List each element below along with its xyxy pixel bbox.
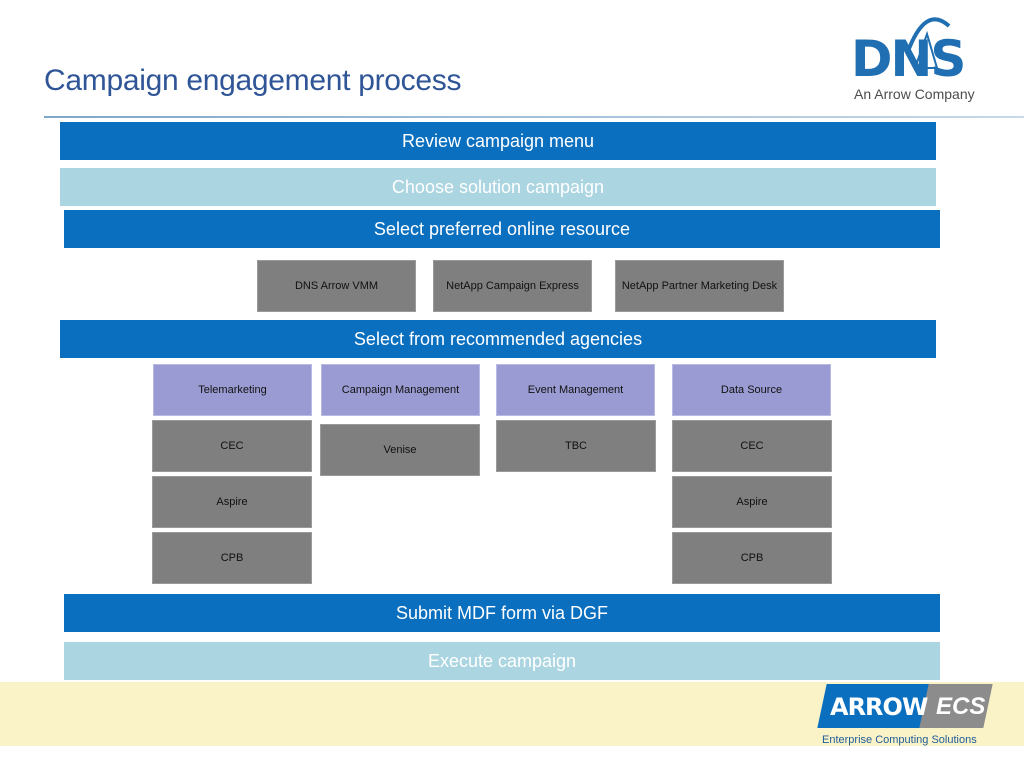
- step-review: Review campaign menu: [60, 122, 936, 160]
- agency-box: CEC: [672, 420, 832, 472]
- step-choose: Choose solution campaign: [60, 168, 936, 206]
- step-execute: Execute campaign: [64, 642, 940, 680]
- agency-box: Venise: [320, 424, 480, 476]
- agency-header-data-source: Data Source: [672, 364, 831, 416]
- dns-swoosh-icon: [905, 17, 951, 69]
- step-select-resource: Select preferred online resource: [64, 210, 940, 248]
- footer-tagline: Enterprise Computing Solutions: [822, 734, 977, 746]
- agency-box: CPB: [152, 532, 312, 584]
- resource-box: DNS Arrow VMM: [257, 260, 416, 312]
- dns-logo-subtitle: An Arrow Company: [854, 86, 975, 102]
- resource-box: NetApp Partner Marketing Desk: [615, 260, 784, 312]
- arrow-ecs-logo: ARROW ECS Enterprise Computing Solutions: [812, 684, 993, 748]
- dns-logo-text: DNS: [851, 30, 966, 88]
- agency-header-event-management: Event Management: [496, 364, 655, 416]
- page-title: Campaign engagement process: [44, 64, 462, 97]
- agency-box: CPB: [672, 532, 832, 584]
- arrow-logo-text: ARROW: [830, 693, 928, 721]
- ecs-logo-text: ECS: [936, 693, 986, 720]
- step-select-agencies: Select from recommended agencies: [60, 320, 936, 358]
- resource-box: NetApp Campaign Express: [433, 260, 592, 312]
- agency-header-campaign-management: Campaign Management: [321, 364, 480, 416]
- step-submit: Submit MDF form via DGF: [64, 594, 940, 632]
- agency-box: Aspire: [672, 476, 832, 528]
- agency-box: Aspire: [152, 476, 312, 528]
- dns-logo: DNS An Arrow Company: [845, 10, 995, 105]
- title-divider: [44, 116, 1024, 118]
- agency-box: TBC: [496, 420, 656, 472]
- agency-header-telemarketing: Telemarketing: [153, 364, 312, 416]
- agency-box: CEC: [152, 420, 312, 472]
